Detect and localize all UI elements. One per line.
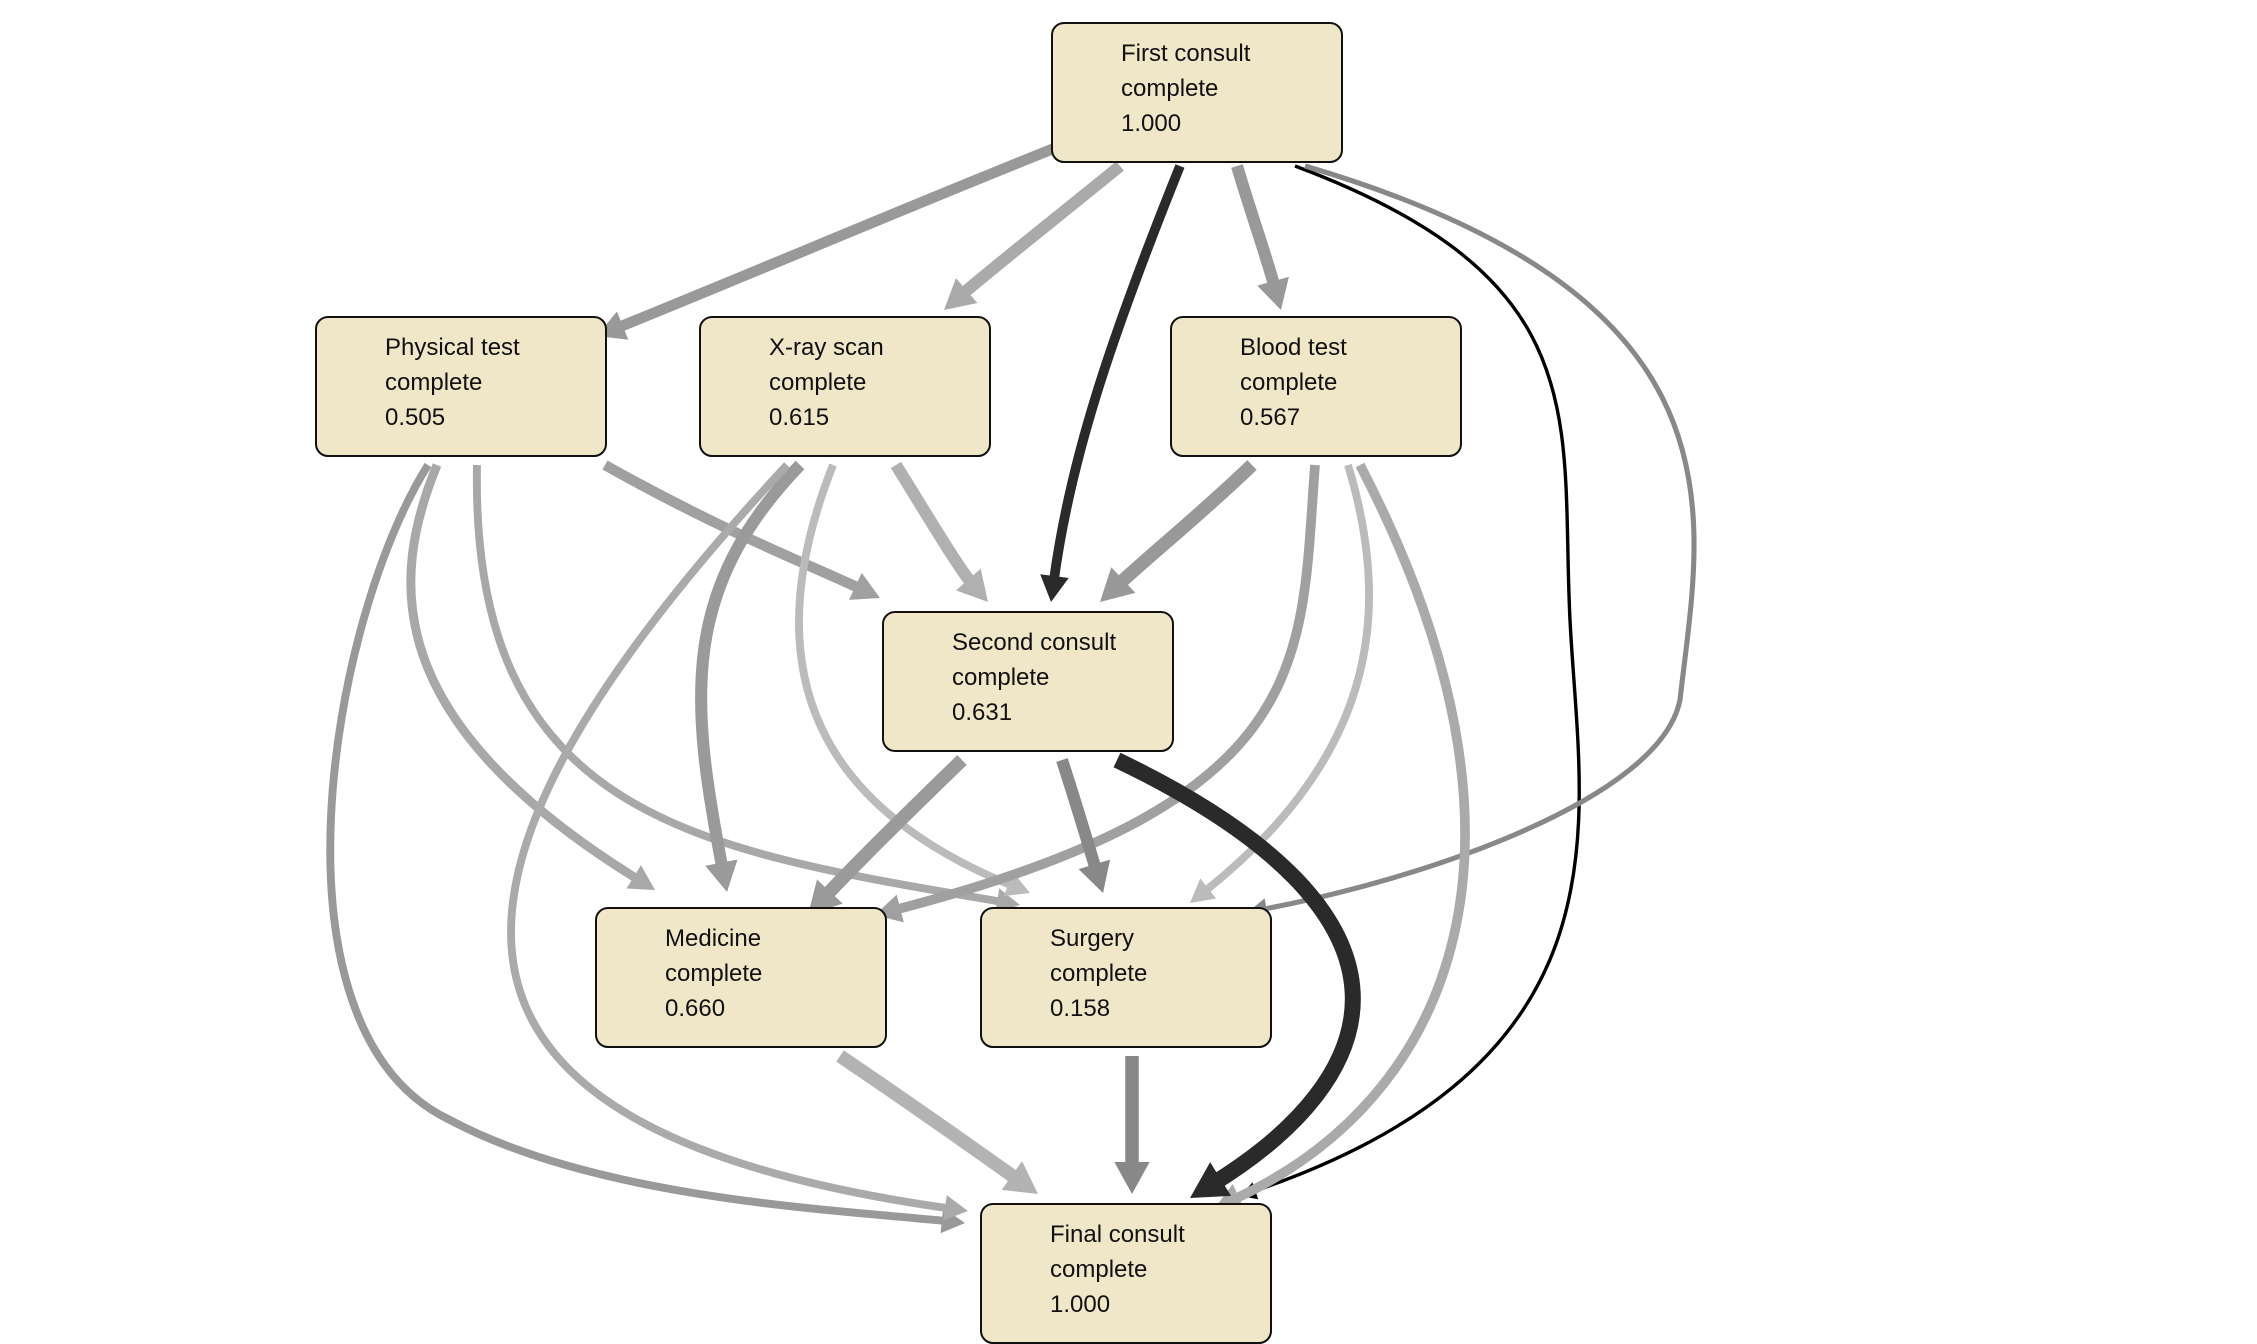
edge-xray-to-surgery	[795, 463, 1015, 890]
node-blood-test-value: 0.567	[1240, 404, 1301, 431]
edge-medicine-to-final	[836, 1050, 1021, 1185]
node-surgery-title: Surgery	[1050, 925, 1135, 952]
node-medicine[interactable]: Medicine complete 0.660	[595, 907, 887, 1048]
node-xray-scan-value: 0.615	[769, 404, 830, 431]
node-surgery[interactable]: Surgery complete 0.158	[980, 907, 1272, 1048]
edge-blood-to-final	[1231, 462, 1470, 1204]
node-physical-test-status: complete	[385, 369, 483, 396]
edge-xray-to-final	[507, 462, 951, 1213]
arrowhead-second-to-surgery	[1078, 859, 1111, 893]
node-blood-test[interactable]: Blood test complete 0.567	[1170, 316, 1462, 457]
edge-second-to-medicine	[820, 755, 967, 901]
node-final-consult-status: complete	[1050, 1256, 1148, 1283]
edge-first-to-second	[1048, 164, 1185, 582]
edge-first-to-xray	[958, 161, 1124, 300]
node-medicine-status: complete	[665, 960, 763, 987]
node-xray-scan-title: X-ray scan	[769, 334, 884, 361]
node-first-consult-value: 1.000	[1121, 110, 1182, 137]
arrowhead-blood-to-second	[1100, 567, 1136, 602]
arrowhead-xray-to-surgery	[1003, 872, 1030, 897]
edge-second-to-final	[1113, 752, 1361, 1190]
node-physical-test-value: 0.505	[385, 404, 446, 431]
arrowhead-medicine-to-final	[1001, 1161, 1038, 1194]
edge-blood-to-medicine	[894, 464, 1320, 915]
edge-xray-to-second	[890, 461, 977, 589]
arrowhead-first-to-blood	[1257, 276, 1289, 310]
arrowhead-xray-to-medicine	[705, 859, 738, 892]
edges-layer	[326, 143, 1697, 1234]
edge-first-to-surgery	[1262, 163, 1697, 912]
node-second-consult[interactable]: Second consult complete 0.631	[882, 611, 1174, 752]
edge-first-to-blood	[1231, 164, 1281, 289]
arrowhead-surgery-to-final	[1114, 1161, 1150, 1194]
edge-physical-to-surgery	[473, 464, 1003, 906]
edge-physical-to-medicine	[406, 463, 641, 884]
node-second-consult-value: 0.631	[952, 699, 1013, 726]
edge-second-to-surgery	[1056, 758, 1102, 872]
node-first-consult-status: complete	[1121, 75, 1219, 102]
arrowhead-physical-to-second	[849, 572, 880, 600]
arrowhead-first-to-xray	[944, 278, 978, 310]
node-second-consult-status: complete	[952, 664, 1050, 691]
node-second-consult-title: Second consult	[952, 629, 1117, 656]
node-surgery-value: 0.158	[1050, 995, 1111, 1022]
arrowhead-xray-to-final	[943, 1195, 968, 1221]
node-first-consult[interactable]: First consult complete 1.000	[1051, 22, 1343, 163]
node-medicine-title: Medicine	[665, 925, 762, 952]
node-surgery-status: complete	[1050, 960, 1148, 987]
node-first-consult-title: First consult	[1121, 40, 1251, 67]
edge-first-to-final	[1251, 164, 1581, 1194]
arrowhead-second-to-final	[1190, 1162, 1232, 1198]
node-physical-test-title: Physical test	[385, 334, 520, 361]
node-final-consult-value: 1.000	[1050, 1291, 1111, 1318]
node-xray-scan-status: complete	[769, 369, 867, 396]
node-final-consult-title: Final consult	[1050, 1221, 1185, 1248]
arrowhead-second-to-medicine	[808, 879, 843, 915]
edge-physical-to-second	[602, 460, 863, 594]
arrowhead-xray-to-second	[955, 568, 988, 602]
arrowhead-first-to-second	[1040, 574, 1069, 602]
node-blood-test-title: Blood test	[1240, 334, 1347, 361]
edge-physical-to-final	[326, 462, 947, 1226]
node-xray-scan[interactable]: X-ray scan complete 0.615	[699, 316, 991, 457]
node-medicine-value: 0.660	[665, 995, 726, 1022]
edge-blood-to-second	[1114, 460, 1257, 590]
edge-blood-to-surgery	[1202, 463, 1373, 895]
arrowhead-physical-to-medicine	[626, 865, 655, 890]
edge-xray-to-medicine	[695, 460, 805, 870]
node-blood-test-status: complete	[1240, 369, 1338, 396]
node-physical-test[interactable]: Physical test complete 0.505	[315, 316, 607, 457]
edge-first-to-physical	[615, 143, 1057, 333]
node-final-consult[interactable]: Final consult complete 1.000	[980, 1203, 1272, 1344]
arrowhead-blood-to-surgery	[1190, 878, 1217, 903]
